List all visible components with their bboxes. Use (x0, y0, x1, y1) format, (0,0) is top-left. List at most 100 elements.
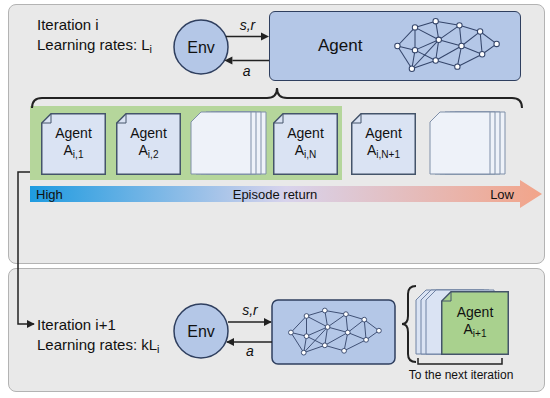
card-shape (274, 114, 338, 175)
selected-agent-card: AgentAi+1 (441, 291, 509, 355)
arrowhead (224, 57, 232, 65)
text-line: Ai,N (295, 142, 317, 163)
signal-label: s,r (242, 302, 258, 318)
annotation-label: High (36, 187, 63, 202)
arrowhead (261, 33, 269, 41)
agent-card: AgentAi,1 (41, 113, 106, 175)
node-text: Iteration i+1 (37, 316, 116, 333)
agent-box (272, 300, 395, 364)
card-stack (191, 112, 266, 174)
env-circle: Env (173, 303, 229, 359)
connector-line (232, 60, 269, 62)
signal-label: a (246, 343, 254, 359)
label-holder: Low (490, 187, 514, 202)
text-block: AgentAi,N+1 (351, 113, 416, 175)
text-line: Agent (365, 125, 402, 142)
node-text: Env (187, 39, 215, 56)
text-line: Iteration i (37, 15, 152, 35)
node-text: Learning rates: kL (37, 336, 157, 353)
node-text: Learning rates: L (37, 36, 150, 53)
signal-label: s,r (240, 17, 256, 33)
top-n-highlight (30, 106, 342, 180)
label-holder: a (243, 64, 251, 79)
annotation-label: To the next iteration (409, 368, 514, 382)
card-outline (116, 113, 181, 175)
annotation-label: Episode return (233, 187, 318, 202)
action-arrow (227, 341, 272, 343)
card-stack (416, 290, 494, 354)
text-block: Env (173, 19, 229, 75)
episode-return-arrow (30, 180, 542, 208)
text-line: Iteration i+1 (37, 315, 159, 335)
card-outline (41, 113, 106, 175)
grouping-brace (32, 88, 522, 108)
node-text: A (367, 142, 376, 158)
subscript: i,N+1 (376, 149, 400, 160)
node-text: Env (187, 323, 215, 340)
annotation-label: Low (490, 187, 514, 202)
agent-card: AgentAi,2 (116, 113, 181, 175)
env-circle: Env (173, 19, 229, 75)
text-block: AgentAi,1 (41, 113, 106, 175)
text-block: AgentAi+1 (441, 291, 509, 355)
subscript: i,1 (73, 149, 84, 160)
card-shape (117, 114, 181, 175)
text-block: Iteration i+1Learning rates: kLi (37, 315, 159, 359)
node-text: A (463, 321, 472, 337)
text-block: AgentAi,2 (116, 113, 181, 175)
card-stack (430, 112, 505, 174)
text-line: Agent (318, 36, 362, 56)
node-text: Iteration i (37, 16, 99, 33)
node-text: A (295, 142, 304, 158)
state-reward-arrow (228, 321, 271, 323)
card-outline (441, 291, 509, 355)
text-block: AgentAi,N (273, 113, 338, 175)
connector-line (226, 36, 261, 38)
text-block: Env (173, 303, 229, 359)
card-shape (352, 114, 416, 175)
text-line: Ai+1 (463, 321, 486, 342)
subscript: i (157, 343, 159, 355)
text-line: Env (187, 38, 215, 57)
card-shape (42, 114, 106, 175)
node-text: Agent (130, 125, 167, 141)
agent-card: AgentAi,N (273, 113, 338, 175)
card-shape (442, 292, 509, 355)
node-text: A (64, 142, 73, 158)
card-outline (273, 113, 338, 175)
label-holder: Episode return (233, 187, 318, 202)
text-line: Learning rates: Li (37, 35, 152, 59)
signal-label: a (243, 63, 251, 79)
selection-arrow (18, 172, 34, 324)
node-text: Agent (55, 125, 92, 141)
node-text: A (139, 142, 148, 158)
text-line: Agent (457, 304, 494, 321)
selection-brace (402, 286, 416, 362)
label-holder: To the next iteration (409, 368, 514, 383)
connector (226, 33, 269, 41)
subscript: i,N (304, 149, 316, 160)
node-text: Agent (365, 125, 402, 141)
label-holder: s,r (240, 18, 256, 33)
neural-network-icon (395, 19, 500, 72)
env-shape (174, 20, 228, 74)
text-line: Ai,N+1 (367, 142, 400, 163)
text-line: Ai,2 (139, 142, 159, 163)
neural-network-icon (289, 308, 382, 355)
text-line: Agent (55, 125, 92, 142)
node-text: Agent (318, 36, 362, 55)
label-holder: a (246, 344, 254, 359)
subscript: i (150, 43, 152, 55)
card-fold (352, 114, 361, 123)
text-line: Learning rates: kLi (37, 335, 159, 359)
node-text: Agent (457, 304, 494, 320)
env-shape (174, 304, 228, 358)
label-holder: High (36, 187, 63, 202)
text-block: Iteration i Learning rates: Li (37, 15, 152, 59)
node-text: Agent (287, 125, 324, 141)
label-holder: s,r (242, 303, 258, 318)
bracket (418, 358, 502, 364)
card-outline (351, 113, 416, 175)
agent-card: AgentAi,N+1 (351, 113, 416, 175)
text-line: Agent (287, 125, 324, 142)
